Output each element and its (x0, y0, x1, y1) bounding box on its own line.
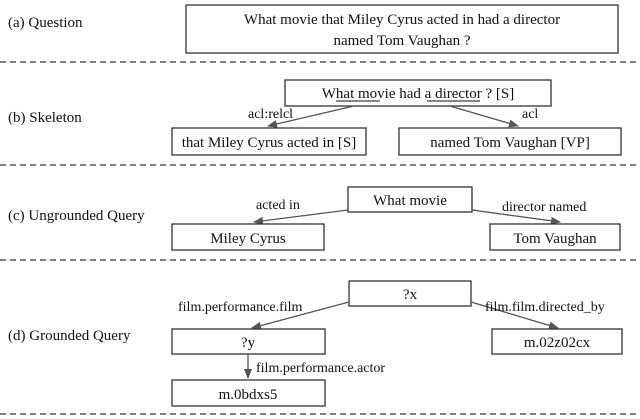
grounded-node-bottom-box (171, 379, 326, 407)
grounded-edge-left-label: film.performance.film (178, 300, 303, 315)
skeleton-edge-left-label: acl:relcl (248, 107, 293, 122)
skeleton-root-text: What movie had a director ? [S] (322, 86, 514, 102)
section-label-question: (a) Question (8, 15, 83, 31)
question-text-line1: What movie that Miley Cyrus acted in had… (244, 12, 560, 28)
skeleton-child-left-box (171, 127, 367, 156)
section-question: (a) Question What movie that Miley Cyrus… (8, 4, 619, 54)
ungrounded-node-right-box (489, 223, 621, 251)
ungrounded-edge-right-label: director named (502, 200, 586, 215)
ungrounded-node-left-text: Miley Cyrus (210, 231, 286, 247)
skeleton-root-director: director (435, 86, 482, 102)
grounded-node-y-text: ?y (241, 335, 256, 351)
grounded-root-box (348, 280, 472, 307)
skeleton-child-right-box (398, 127, 622, 156)
grounded-edge-right-label: film.film.directed_by (485, 300, 605, 315)
skeleton-root-box (284, 79, 552, 107)
section-label-skeleton: (b) Skeleton (8, 110, 82, 126)
ungrounded-root-box (347, 186, 473, 213)
skeleton-edge-right-label: acl (522, 107, 538, 122)
grounded-node-right-text: m.02z02cx (524, 335, 591, 351)
grounded-node-y-box (171, 328, 326, 355)
grounded-edge-down-label: film.performance.actor (256, 361, 385, 376)
ungrounded-node-left-box (171, 223, 325, 251)
grounded-edge-right-arrow (470, 301, 559, 330)
skeleton-edge-left-arrow (267, 105, 355, 128)
section-skeleton: (b) Skeleton What movie had a director ?… (8, 79, 622, 156)
skeleton-child-left-text: that Miley Cyrus acted in [S] (182, 135, 357, 151)
ungrounded-root-text: What movie (373, 193, 447, 209)
question-box (185, 4, 619, 54)
question-text-line2: named Tom Vaughan ? (333, 33, 470, 49)
skeleton-root-movie: movie (358, 86, 396, 102)
grounded-node-right-box (491, 328, 623, 355)
grounded-root-text: ?x (403, 287, 418, 303)
section-label-grounded: (d) Grounded Query (8, 328, 131, 344)
grounded-edge-left-arrow (251, 301, 350, 330)
ungrounded-edge-left-label: acted in (256, 198, 300, 213)
skeleton-edge-right-arrow (449, 105, 519, 128)
ungrounded-node-right-text: Tom Vaughan (513, 231, 597, 247)
section-grounded: (d) Grounded Query ?x film.performance.f… (8, 280, 623, 407)
section-label-ungrounded: (c) Ungrounded Query (8, 208, 145, 224)
section-ungrounded: (c) Ungrounded Query What movie acted in… (8, 186, 621, 251)
ungrounded-edge-left-arrow (253, 209, 349, 225)
skeleton-child-right-text: named Tom Vaughan [VP] (430, 135, 590, 151)
ungrounded-edge-right-arrow (471, 209, 561, 225)
grounded-node-bottom-text: m.0bdxs5 (219, 387, 278, 403)
